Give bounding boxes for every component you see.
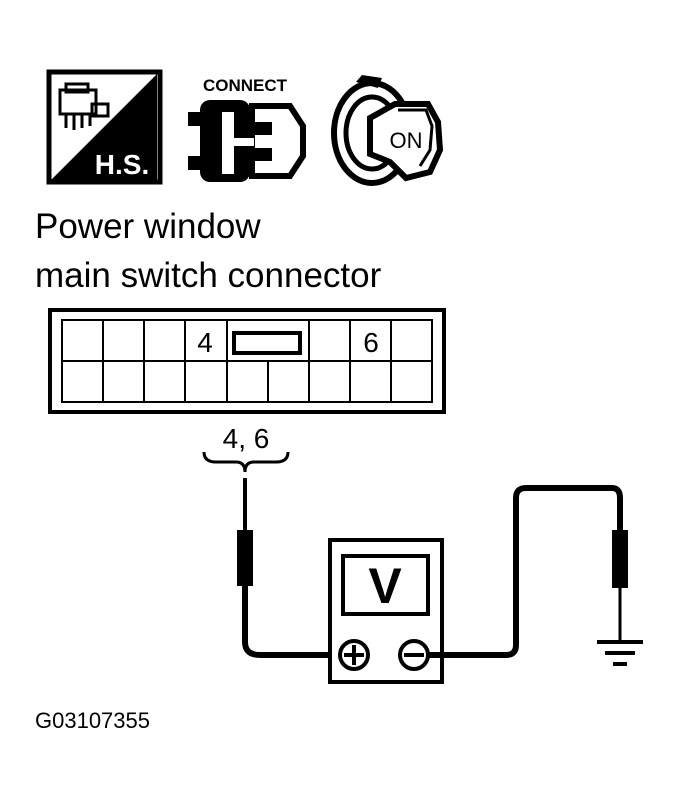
- plug-icon: [188, 100, 306, 182]
- connector-face: 4 6: [48, 308, 446, 414]
- positive-probe-lead: [237, 478, 338, 658]
- harness-side-icon: H.S.: [46, 69, 163, 185]
- positive-terminal: [338, 639, 370, 671]
- positive-probe-handle: [237, 530, 253, 586]
- probe-terminals-label: 4, 6: [223, 423, 270, 454]
- probe-brace: [202, 451, 290, 473]
- negative-probe-handle: [612, 530, 628, 588]
- voltmeter: V: [328, 538, 444, 684]
- terminal-4-label: 4: [197, 327, 213, 358]
- ignition-on-label: ON: [390, 128, 423, 153]
- voltmeter-display: [341, 554, 430, 616]
- negative-probe-lead: [428, 485, 628, 658]
- voltmeter-label: V: [368, 558, 402, 614]
- connector-title-line1: Power window: [35, 207, 261, 246]
- connector-cavity-grid: [102, 320, 392, 402]
- connect-label: CONNECT: [203, 76, 288, 95]
- terminal-6-label: 6: [363, 327, 379, 358]
- figure-id: G03107355: [35, 708, 150, 733]
- ignition-on-icon: ON: [331, 75, 444, 186]
- negative-terminal: [398, 639, 430, 671]
- connector-lock-tab: [232, 331, 302, 355]
- ground-icon: [597, 640, 643, 666]
- connector-sketch-icon: [58, 82, 110, 130]
- connector-title-line2: main switch connector: [35, 256, 382, 295]
- harness-side-label: H.S.: [95, 149, 149, 180]
- connect-icon: CONNECT: [188, 76, 306, 182]
